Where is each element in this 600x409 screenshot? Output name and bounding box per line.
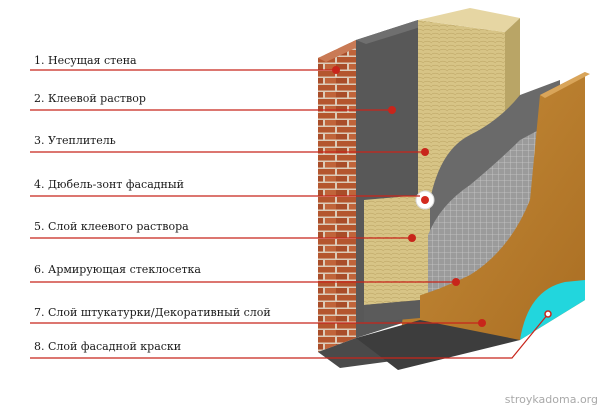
leader-marker-8 (544, 310, 552, 318)
layer-label-5: 5. Слой клеевого раствора (34, 220, 189, 233)
layer-label-3: 3. Утеплитель (34, 134, 116, 147)
watermark: stroykadoma.org (505, 393, 598, 406)
leader-marker-5 (408, 234, 416, 242)
insulation-slab-edge (364, 300, 420, 323)
insulation-top (418, 8, 520, 32)
layer-labels: 1. Несущая стена 2. Клеевой раствор 3. Уте… (34, 54, 271, 353)
leader-marker-1 (332, 66, 340, 74)
leader-line-8 (30, 313, 549, 359)
leader-lines (30, 66, 552, 359)
insulation-slab (364, 195, 420, 305)
layer-label-2: 2. Клеевой раствор (34, 92, 146, 105)
layer-label-4: 4. Дюбель-зонт фасадный (34, 178, 184, 191)
plaster-top (540, 72, 590, 98)
leader-marker-3 (421, 148, 429, 156)
leader-marker-6 (452, 278, 460, 286)
leader-marker-2 (388, 106, 396, 114)
layer-label-7: 7. Слой штукатурки/Декоративный слой (34, 306, 271, 319)
facade-paint-corner (520, 280, 585, 340)
layer-label-1: 1. Несущая стена (34, 54, 137, 67)
adhesive-layer-top (356, 20, 430, 44)
leader-marker-7 (478, 319, 486, 327)
brick-wall-top (318, 40, 364, 62)
layer-label-8: 8. Слой фасадной краски (34, 340, 181, 353)
layer-label-6: 6. Армирующая стеклосетка (34, 263, 201, 276)
dowel-umbrella-icon (415, 190, 435, 210)
plaster-layer (398, 72, 585, 355)
